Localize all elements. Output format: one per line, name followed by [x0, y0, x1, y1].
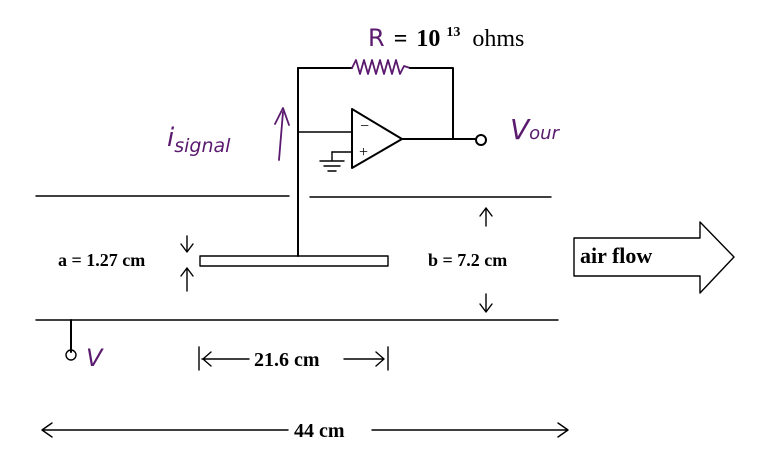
dimension-b: b = 7.2 cm: [428, 207, 507, 313]
op-amp: − +: [297, 108, 487, 172]
i-signal-label: isignal: [167, 123, 231, 157]
air-flow-label: air flow: [580, 243, 652, 268]
dimension-a: a = 1.27 cm: [58, 235, 194, 292]
current-arrow-icon: [274, 107, 290, 161]
plate-length-label: 21.6 cm: [254, 349, 320, 371]
upper-plate: [35, 195, 552, 198]
vout-label: Vour: [510, 113, 561, 146]
feedback-loop: [297, 59, 454, 140]
v-label: V: [86, 344, 104, 372]
label-a: a = 1.27 cm: [58, 250, 145, 270]
resistor-label: R = 10 13 ohms: [368, 16, 524, 52]
resistor-zigzag: [351, 59, 411, 75]
output-terminal: [475, 134, 487, 146]
label-b: b = 7.2 cm: [428, 250, 507, 270]
plate-length-dimension: 21.6 cm: [198, 346, 389, 371]
total-length-label: 44 cm: [294, 420, 345, 442]
ground-icon: [319, 160, 345, 172]
air-flow-arrow-icon: air flow: [573, 221, 735, 294]
voltage-source: V: [65, 319, 104, 372]
resistor-symbol: R: [368, 24, 385, 52]
total-length-dimension: 44 cm: [41, 420, 569, 442]
collector-plate: [199, 255, 389, 267]
op-amp-minus: −: [360, 118, 369, 135]
op-amp-plus: +: [359, 144, 368, 161]
